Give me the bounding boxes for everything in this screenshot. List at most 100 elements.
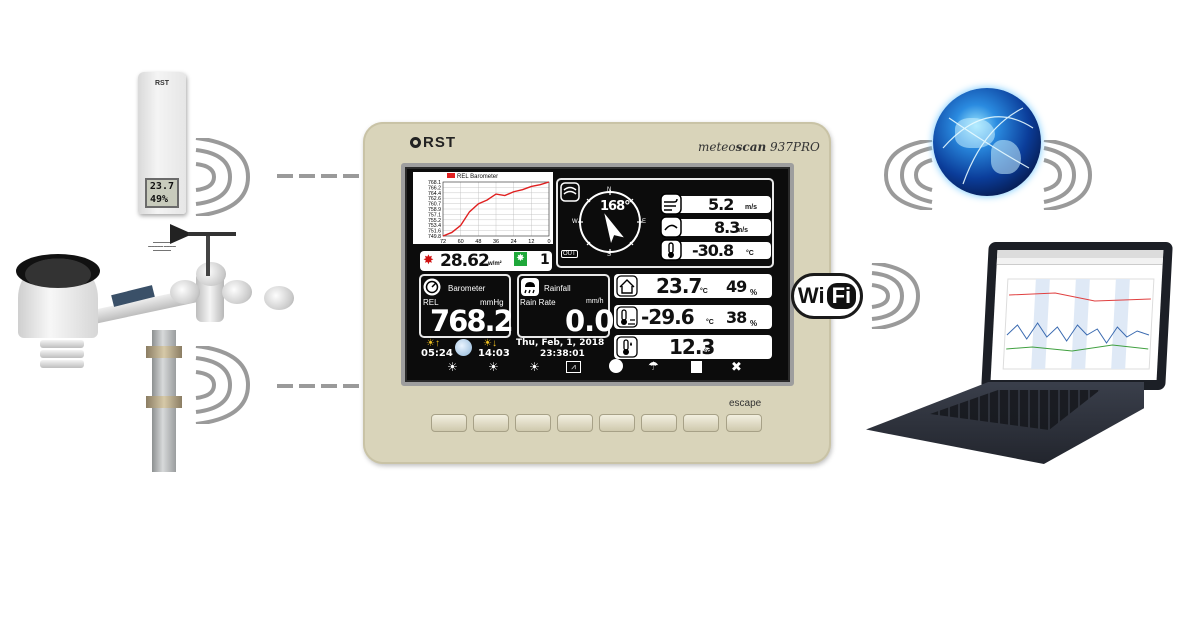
dew-point-icon [616,336,638,358]
barometer-series-line [442,181,550,237]
sun-icon[interactable]: ☀ [447,360,458,374]
memory-icon[interactable] [691,361,702,373]
rain-gauge-funnel [16,254,100,288]
date-label: Thu, Feb, 1, 2018 [516,338,605,348]
y-tick-label: 751.6 [428,229,441,235]
outdoor-hum-value: 38 [726,308,747,327]
anemometer-cup [170,280,200,304]
clock-time: 23:38:01 [540,349,585,359]
outdoor-thermo-icon [616,306,638,328]
compass-north: N [607,187,612,193]
sun-icon[interactable]: ☀ [488,360,499,374]
y-tick-label: 753.4 [428,223,441,229]
settings-icon[interactable]: ✖ [731,359,742,374]
sunset-time: 14:03 [478,348,510,359]
chart-icon[interactable]: ⩘ [566,361,581,373]
barometer-title: Barometer [448,284,486,293]
globe-signal-right-icon [1043,140,1093,210]
sunrise-icon: ☀↑ [426,338,440,349]
globe-signal-left-icon [883,140,933,210]
wind-chill-value: -30.8 [692,241,734,260]
barometer-mode: REL [423,298,439,307]
indoor-box [614,274,772,298]
dew-box [614,335,772,359]
wind-panel [556,178,774,268]
console-model: meteoscan 937PRO [698,140,820,154]
indoor-hum-unit: % [750,288,758,297]
dew-value: 12.3 [669,335,715,359]
pole-clamp [146,346,182,358]
sensor-link-line [277,174,359,178]
wind-direction-value: 168° [600,199,631,214]
indoor-home-icon [616,275,638,297]
console-button-6[interactable] [641,414,677,432]
indoor-sensor: RST 23.7 49% ▬▬▬▬▬▬ ▬▬▬▬▬ ▬▬▬▬ ▬▬▬▬▬▬ [138,72,186,252]
console-button-2[interactable] [473,414,509,432]
barometer-value: 768.2 [430,304,514,338]
pole-clamp [146,396,182,408]
laptop-screen [990,250,1164,380]
sunrise-time: 05:24 [421,348,453,359]
gust-speed-unit: m/s [736,227,749,234]
anemometer-cup [222,280,252,304]
wifi-wi: Wi [797,283,825,308]
globe-land [991,140,1021,174]
y-tick-label: 757.1 [428,212,441,218]
moon-icon [455,339,472,356]
barometer-unit: mmHg [480,298,504,307]
uv-value: 1 [540,252,550,268]
rainfall-value: 0.0 [565,304,614,338]
outdoor-hum-unit: % [750,319,758,328]
barometer-panel [419,274,511,338]
outdoor-box [614,305,772,329]
internet-globe-icon [933,88,1041,196]
y-tick-label: 764.4 [428,191,441,197]
y-tick-label: 758.9 [428,207,441,213]
console-button-5[interactable] [599,414,635,432]
sun-icon[interactable]: ☀ [529,360,540,374]
sensor-temperature: 23.7 [149,181,174,192]
sunset-icon: ☀↓ [483,338,497,349]
wind-speed-unit: m/s [745,204,758,211]
wind-chill-icon [660,239,682,261]
brand-logo-icon [410,137,421,148]
radiation-shield [40,360,84,368]
indoor-hum-value: 49 [726,277,747,296]
console-button-3[interactable] [515,414,551,432]
y-tick-label: 760.7 [428,202,441,208]
escape-label: escape [729,398,762,409]
uv-icon: ✸ [514,252,527,266]
rain-menu-icon[interactable]: ☂ [648,359,659,373]
wind-direction-icon [560,182,580,202]
radiation-shield [40,350,84,358]
console-button-7[interactable] [683,414,719,432]
barometer-menu-icon[interactable] [609,359,623,373]
rainfall-sub: Rain Rate [520,298,556,307]
wifi-signal-icon [871,263,921,329]
escape-button[interactable] [726,414,762,432]
compass-west: W [572,219,578,225]
laptop-chart [1002,278,1155,370]
outdoor-temp-unit: °C [706,319,714,326]
out-label: OUT [561,250,578,258]
anemometer-cup [196,262,226,286]
wind-speed-value: 5.2 [708,195,734,214]
console-button-4[interactable] [557,414,593,432]
gust-speed-value: 8.3 [714,218,740,237]
wind-speed-box [661,196,771,213]
globe-network-lines [942,107,1034,185]
browser-tabbar [996,250,1164,258]
gust-speed-box [661,219,771,236]
console-button-1[interactable] [431,414,467,432]
indoor-temp-value: 23.7 [656,274,702,298]
compass-south: S [607,252,612,258]
legend-swatch [447,173,455,178]
barometer-icon [423,278,441,296]
solar-value: 28.62 [440,251,490,271]
anemometer-cup [264,286,294,310]
rainfall-panel [517,274,610,338]
graph-legend: REL Barometer [447,173,498,180]
y-tick-label: 749.8 [428,234,441,240]
indoor-temp-unit: °C [700,288,708,295]
